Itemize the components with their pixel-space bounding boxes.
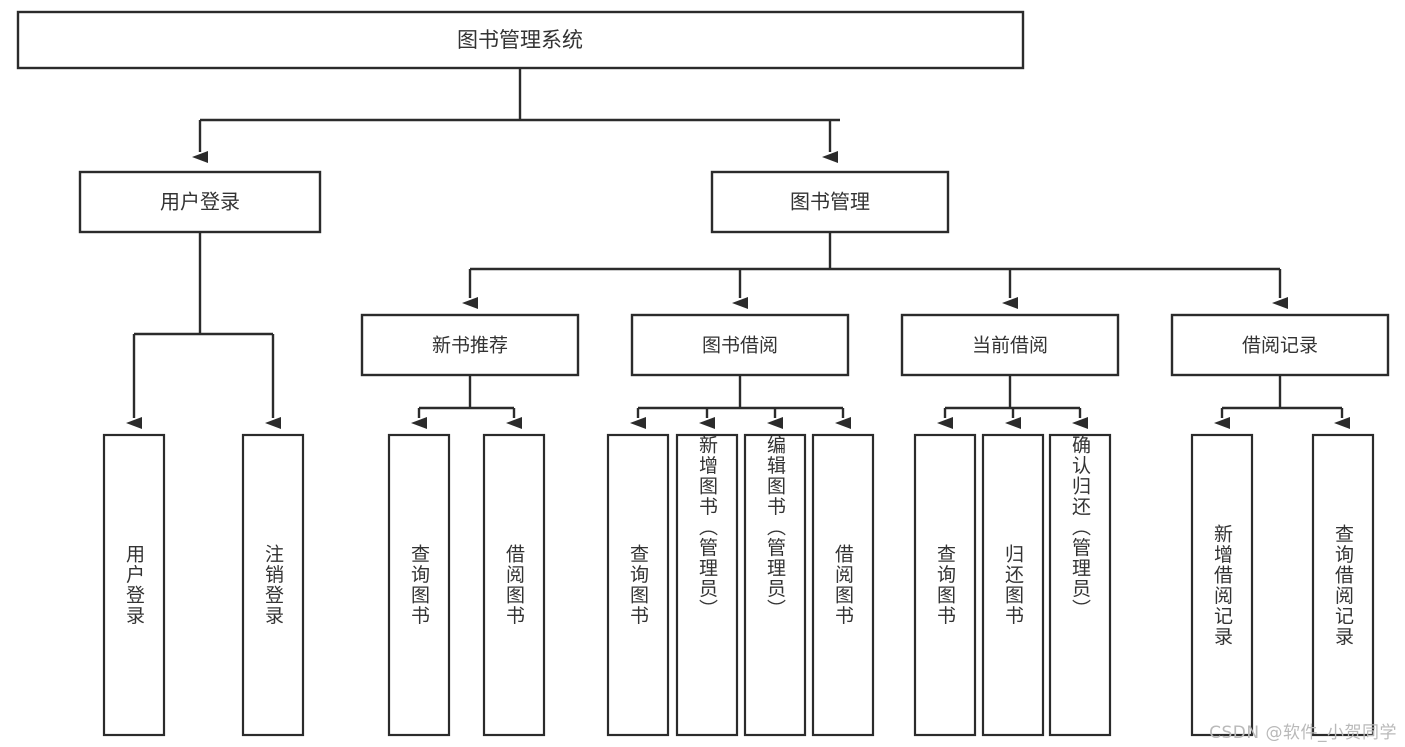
node-book-borrow-label: 图书借阅 xyxy=(702,335,778,357)
node-book-manage[interactable]: 图书管理 xyxy=(710,170,950,234)
leaf-box-borrow-edit-book[interactable] xyxy=(743,433,807,737)
node-book-borrow[interactable]: 图书借阅 xyxy=(630,313,850,377)
watermark-text: CSDN @软件_小贺同学 xyxy=(1209,723,1397,743)
leaf-box-recommend-query-book[interactable] xyxy=(387,433,451,737)
node-current-borrow-label: 当前借阅 xyxy=(972,335,1048,357)
node-user-login[interactable]: 用户登录 xyxy=(78,170,322,234)
edge-book-manage-to-level3 xyxy=(462,232,1288,309)
leaf-box-current-confirm-return[interactable] xyxy=(1048,433,1112,737)
edge-current-borrow-to-leaves xyxy=(937,375,1088,429)
edge-new-book-to-leaves xyxy=(411,375,522,429)
node-borrow-record[interactable]: 借阅记录 xyxy=(1170,313,1390,377)
leaf-box-record-add[interactable] xyxy=(1190,433,1254,737)
edge-borrow-record-to-leaves xyxy=(1214,375,1350,429)
node-book-manage-label: 图书管理 xyxy=(790,190,870,214)
leaf-box-recommend-borrow-book[interactable] xyxy=(482,433,546,737)
node-current-borrow[interactable]: 当前借阅 xyxy=(900,313,1120,377)
leaf-box-current-return-book[interactable] xyxy=(981,433,1045,737)
node-root[interactable]: 图书管理系统 xyxy=(16,10,1025,70)
leaf-box-user-login[interactable] xyxy=(102,433,166,737)
node-borrow-record-label: 借阅记录 xyxy=(1242,335,1318,357)
leaf-box-borrow-borrow-book[interactable] xyxy=(811,433,875,737)
node-root-label: 图书管理系统 xyxy=(457,28,583,52)
edge-user-login-to-leaves xyxy=(126,232,281,429)
node-new-book-recommend-label: 新书推荐 xyxy=(432,335,508,357)
leaf-box-borrow-add-book[interactable] xyxy=(675,433,739,737)
node-new-book-recommend[interactable]: 新书推荐 xyxy=(360,313,580,377)
leaf-box-borrow-query-book[interactable] xyxy=(606,433,670,737)
node-user-login-label: 用户登录 xyxy=(160,190,240,214)
edge-root-to-level2 xyxy=(192,68,840,163)
leaf-box-user-logout[interactable] xyxy=(241,433,305,737)
edge-book-borrow-to-leaves xyxy=(630,375,851,429)
leaf-box-current-query-book[interactable] xyxy=(913,433,977,737)
leaf-box-record-query[interactable] xyxy=(1311,433,1375,737)
